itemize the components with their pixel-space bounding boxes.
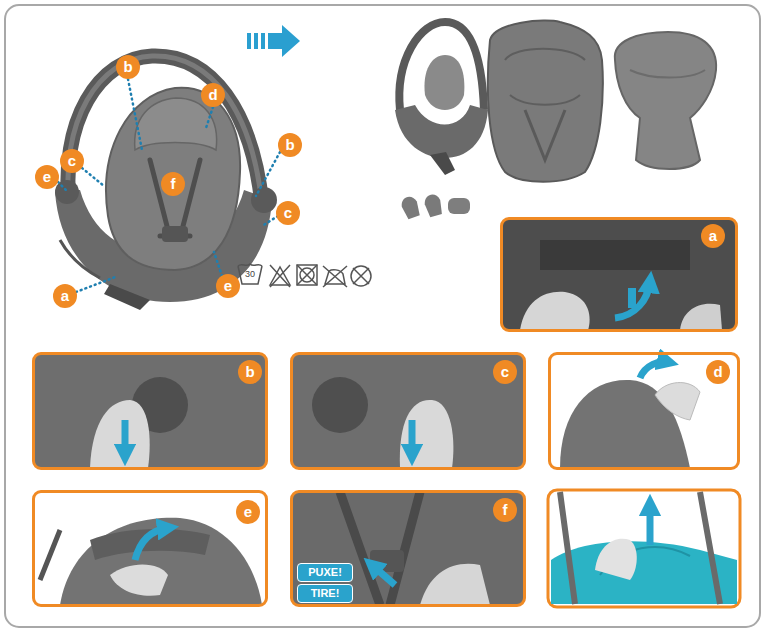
care-symbols — [238, 264, 371, 287]
callout-circle: c — [60, 149, 84, 173]
panel-photos — [34, 219, 740, 607]
step-panel: a — [500, 217, 738, 332]
callout-circle: e — [35, 165, 59, 189]
leader-lines — [58, 79, 280, 292]
callout-letter: f — [493, 498, 517, 522]
action-box: TIRE! — [297, 584, 353, 603]
callout-letter: c — [60, 149, 84, 173]
wash-temperature: 30 — [240, 269, 260, 279]
transition-arrow — [247, 25, 300, 57]
action-text: PUXE! — [298, 564, 352, 580]
action-box: PUXE! — [297, 563, 353, 582]
callout-circle: f — [161, 172, 185, 196]
callout-letter: d — [201, 83, 225, 107]
step-panel: d — [548, 352, 740, 470]
step-panel: fPUXE! TIRE! — [290, 490, 526, 607]
action-text: TIRE! — [298, 585, 352, 601]
callout-letter: a — [53, 284, 77, 308]
callout-letter: d — [706, 360, 730, 384]
frame — [5, 5, 760, 627]
car-seat — [55, 56, 277, 310]
callout-circle: b — [116, 55, 140, 79]
callout-circle: d — [201, 83, 225, 107]
callout-letter: a — [701, 224, 725, 248]
callout-letter: b — [116, 55, 140, 79]
step-panel: c — [290, 352, 526, 470]
callout-circle: e — [216, 274, 240, 298]
seat-parts — [395, 21, 716, 220]
callout-circle: c — [276, 201, 300, 225]
callout-letter: b — [238, 360, 262, 384]
callout-letter: c — [493, 360, 517, 384]
callout-letter: e — [236, 500, 260, 524]
step-panel: b — [32, 352, 268, 470]
step-panel: e — [32, 490, 268, 607]
callout-letter: f — [161, 172, 185, 196]
callout-letter: b — [278, 133, 302, 157]
callout-letter: e — [216, 274, 240, 298]
callout-circle: a — [53, 284, 77, 308]
callout-letter: e — [35, 165, 59, 189]
callout-circle: b — [278, 133, 302, 157]
callout-letter: c — [276, 201, 300, 225]
